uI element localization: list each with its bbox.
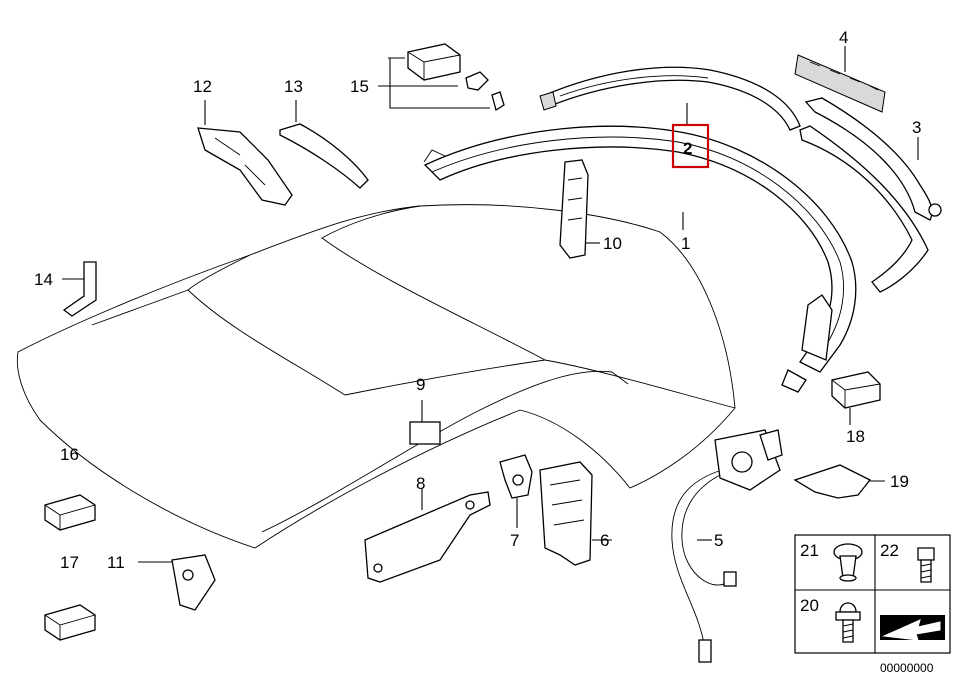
part-4-seal-block[interactable] [794,54,886,113]
callout-12[interactable]: 12 [193,77,212,96]
legend-20[interactable]: 20 [800,596,819,615]
part-3-seal[interactable] [799,97,942,293]
part-7-bracket[interactable] [499,454,533,528]
callout-1[interactable]: 1 [681,234,690,253]
callout-4[interactable]: 4 [839,28,848,47]
callout-2-highlight [671,123,710,169]
callout-3[interactable]: 3 [912,118,921,137]
fastener-21-rivet-icon [833,543,863,582]
callout-19[interactable]: 19 [890,472,909,491]
soft-top-canvas[interactable] [16,204,736,549]
part-1-frame[interactable] [423,125,857,393]
callout-labels: 1 2 3 4 5 6 7 8 9 10 11 12 13 14 15 16 1… [34,28,921,572]
part-6-hinge[interactable] [539,461,612,566]
part-2-strip[interactable] [539,66,801,131]
part-13-trim[interactable] [279,100,369,189]
legend-22[interactable]: 22 [880,541,899,560]
callout-leaders [682,46,919,541]
part-18-block[interactable] [831,371,881,409]
part-5-cable[interactable] [671,469,737,663]
fastener-22-screw-icon [917,547,935,583]
lock-mechanism[interactable] [714,429,783,491]
part-11-bracket[interactable] [138,554,216,611]
part-16-block[interactable] [44,494,96,531]
fastener-legend-box: 21 22 20 [794,534,951,654]
callout-2[interactable]: 2 [683,139,692,158]
part-19-bracket[interactable] [793,464,885,499]
callout-16[interactable]: 16 [60,445,79,464]
part-14-clip[interactable] [62,261,97,317]
direction-arrow-icon [880,615,945,641]
footer-code: 00000000 [880,661,934,675]
callout-14[interactable]: 14 [34,270,53,289]
part-12-bracket[interactable] [197,100,293,206]
part-9-cable[interactable] [261,370,629,533]
callout-8[interactable]: 8 [416,474,425,493]
part-8-plate[interactable] [364,488,491,583]
callout-7[interactable]: 7 [510,531,519,550]
callout-11[interactable]: 11 [107,553,125,572]
callout-17[interactable]: 17 [60,553,79,572]
callout-10[interactable]: 10 [603,234,622,253]
callout-15[interactable]: 15 [350,77,369,96]
callout-6[interactable]: 6 [600,531,609,550]
legend-21[interactable]: 21 [800,541,819,560]
fastener-20-bolt-icon [835,602,861,643]
callout-18[interactable]: 18 [846,427,865,446]
part-15-group[interactable] [378,43,505,112]
part-10-post[interactable] [559,159,600,259]
callout-13[interactable]: 13 [284,77,303,96]
callout-9[interactable]: 9 [416,375,425,394]
callout-5[interactable]: 5 [714,531,723,550]
part-17-block[interactable] [44,604,96,641]
